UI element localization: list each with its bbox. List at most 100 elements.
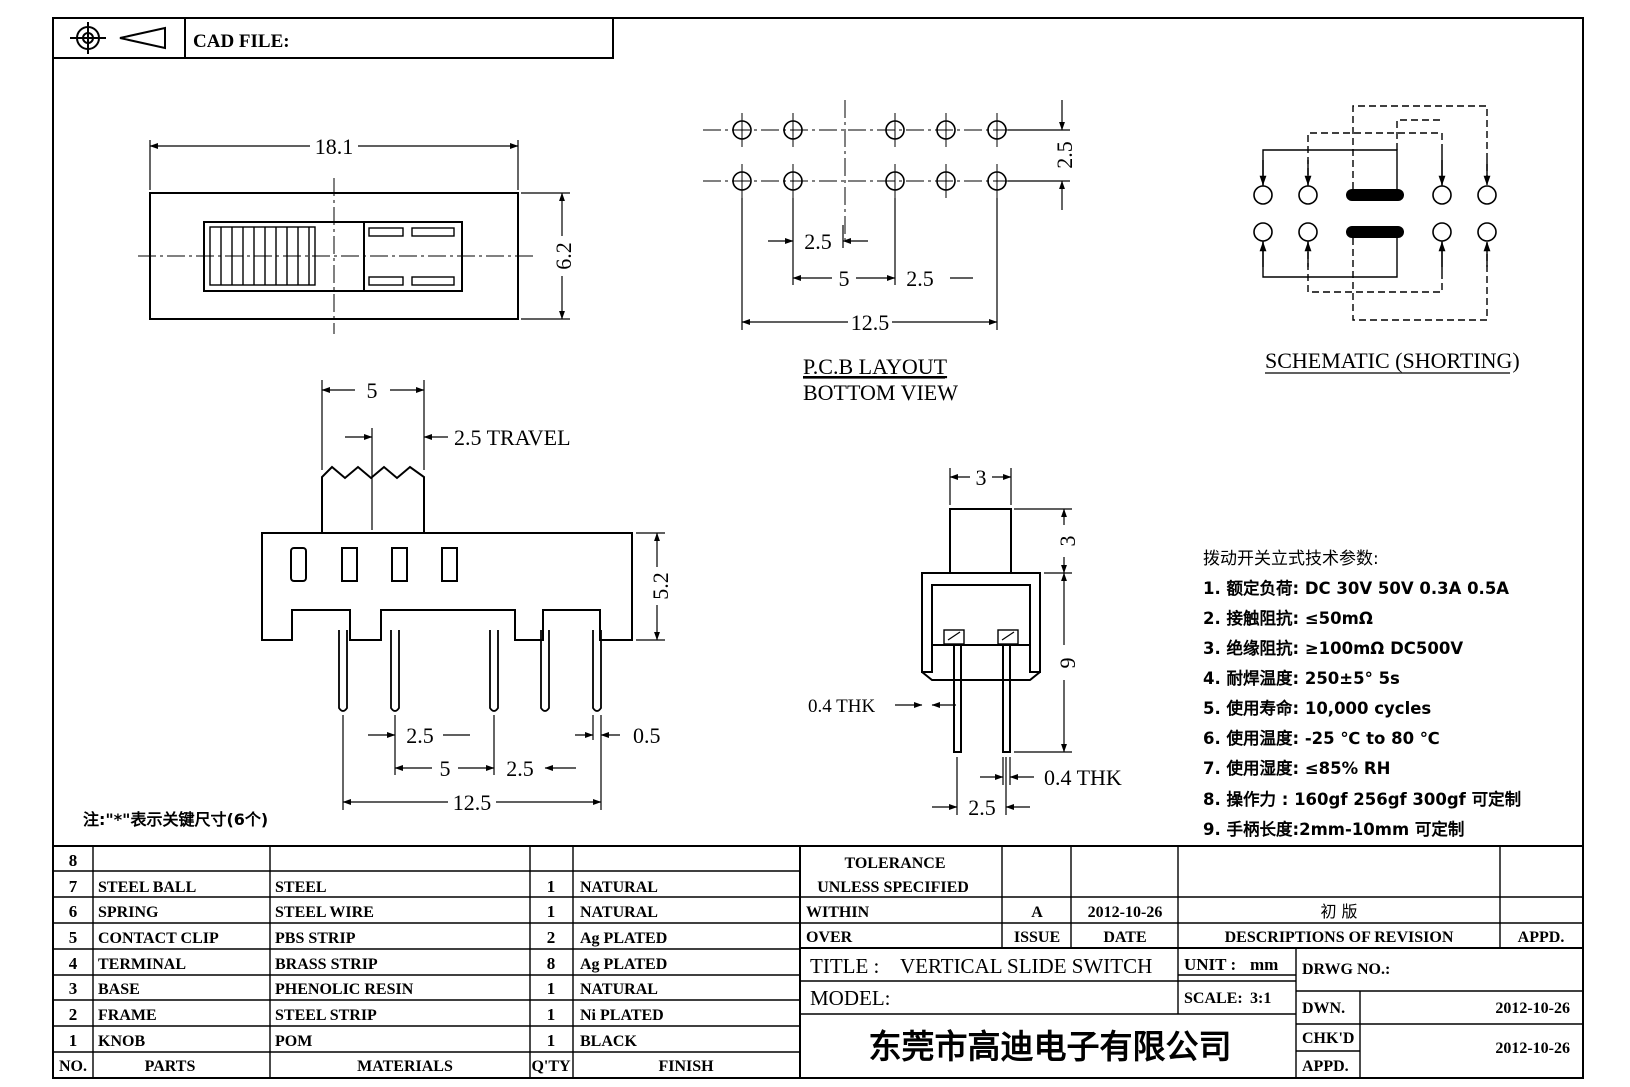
- side-view: 5 2.5 TRAVEL 5.2 2.5 0.5 5 2.5 12.5: [261, 378, 673, 815]
- side-height-dim: 5.2: [648, 572, 673, 600]
- bom-row-part: SPRING: [98, 904, 159, 921]
- bom-row-qty: 1: [547, 902, 556, 921]
- top-view-dimension-lines: [149, 140, 570, 320]
- end-body-height-dim: 9: [1055, 658, 1080, 669]
- bom-row-no: 1: [69, 1031, 78, 1050]
- bom-row-material: STEEL: [275, 879, 327, 896]
- pcb-row-pitch-dim: 2.5: [1052, 141, 1077, 169]
- end-view: 3 3 9 0.4 THK 0.4 THK 2.5: [808, 465, 1122, 820]
- end-knob-height-dim: 3: [1055, 536, 1080, 547]
- side-view-pins: [338, 630, 602, 712]
- side-travel-dim: 2.5 TRAVEL: [454, 425, 571, 450]
- tolerance-label: TOLERANCE: [844, 855, 945, 872]
- key-dimension-note: 注:"*"表示关键尺寸(6个): [83, 810, 268, 829]
- issue-label: ISSUE: [1014, 929, 1060, 946]
- pcb-layout-subtitle: BOTTOM VIEW: [803, 380, 958, 405]
- pcb-layout-title: P.C.B LAYOUT: [803, 354, 948, 379]
- bom-row-finish: BLACK: [580, 1033, 637, 1050]
- bom-row-material: STEEL WIRE: [275, 904, 374, 921]
- bom-row-finish: Ni PLATED: [580, 1007, 664, 1024]
- issue-date-value: 2012-10-26: [1088, 904, 1163, 921]
- drawing-title: VERTICAL SLIDE SWITCH: [900, 954, 1152, 978]
- schematic-contacts: [1346, 189, 1404, 238]
- top-length-dim: 18.1: [315, 134, 354, 159]
- bom-row-qty: 2: [547, 928, 556, 947]
- schematic: SCHEMATIC (SHORTING): [1253, 105, 1520, 374]
- bom-header-no: NO.: [59, 1058, 87, 1075]
- date-label: DATE: [1103, 929, 1146, 946]
- bom-row-no: 8: [69, 851, 78, 870]
- bom-row-no: 6: [69, 902, 78, 921]
- side-pin-thk-dim: 0.5: [633, 723, 661, 748]
- pcb-hole-crosshairs: [741, 113, 998, 198]
- tech-spec-item: 6. 使用温度: -25 ℃ to 80 ℃: [1203, 728, 1440, 748]
- bom-header-qty: Q'TY: [531, 1058, 571, 1075]
- side-knob-width-dim: 5: [367, 378, 378, 403]
- bom-row-part: FRAME: [98, 1007, 157, 1024]
- pcb-holes: [732, 120, 1007, 191]
- side-pin-pitch-b-dim: 2.5: [506, 756, 534, 781]
- cad-file-label: CAD FILE:: [193, 31, 290, 52]
- terminal-circle: [1253, 185, 1273, 205]
- pcb-pitch-dim-a: 2.5: [804, 229, 832, 254]
- bom-table: 8 7 STEEL BALL STEEL 1 NATURAL 6 SPRING …: [53, 845, 1583, 1078]
- bom-row-material: POM: [275, 1033, 312, 1050]
- tech-spec-item: 3. 绝缘阻抗: ≥100mΩ DC500V: [1203, 638, 1463, 658]
- checked-date: 2012-10-26: [1495, 1040, 1570, 1057]
- tech-specs: 拨动开关立式技术参数: 1. 额定负荷: DC 30V 50V 0.3A 0.5…: [1203, 549, 1521, 839]
- issue-value: A: [1031, 904, 1043, 921]
- end-plate-thk-dim: 0.4 THK: [808, 696, 875, 717]
- title-block: TOLERANCE UNLESS SPECIFIED WITHIN OVER A…: [800, 846, 1583, 1078]
- bom-row-finish: Ag PLATED: [580, 956, 667, 973]
- tech-spec-item: 9. 手柄长度:2mm-10mm 可定制: [1203, 819, 1464, 839]
- approved-label-2: APPD.: [1302, 1058, 1349, 1075]
- side-view-dimension-lines: [321, 380, 665, 810]
- unless-specified-label: UNLESS SPECIFIED: [817, 879, 969, 896]
- tech-spec-item: 5. 使用寿命: 10,000 cycles: [1203, 698, 1431, 718]
- pcb-total-dim: 12.5: [851, 310, 890, 335]
- side-pin-pitch-a-dim: 2.5: [406, 723, 434, 748]
- bom-row-no: 2: [69, 1005, 78, 1024]
- top-view-centerlines: [138, 178, 535, 334]
- bom-row-part: TERMINAL: [98, 956, 186, 973]
- schematic-dashed-wires: [1307, 105, 1488, 321]
- bom-row-material: PHENOLIC RESIN: [275, 981, 414, 998]
- drawn-label: DWN.: [1302, 1000, 1345, 1017]
- bom-row-part: CONTACT CLIP: [98, 930, 219, 947]
- bom-row-material: STEEL STRIP: [275, 1007, 377, 1024]
- over-label: OVER: [806, 929, 853, 946]
- tech-spec-item: 4. 耐焊温度: 250±5° 5s: [1203, 668, 1400, 688]
- drawn-date: 2012-10-26: [1495, 1000, 1570, 1017]
- terminal-circle: [1477, 222, 1497, 242]
- scale-label: SCALE:: [1184, 990, 1243, 1007]
- pcb-dimension-lines: [741, 100, 1070, 330]
- unit-value: mm: [1250, 955, 1278, 974]
- bom-row-part: STEEL BALL: [98, 879, 196, 896]
- side-pin-gap-dim: 5: [440, 756, 451, 781]
- revision-description: 初 版: [1320, 902, 1357, 921]
- bom-row-finish: NATURAL: [580, 981, 658, 998]
- tech-spec-item: 8. 操作力 : 160gf 256gf 300gf 可定制: [1203, 789, 1521, 809]
- end-pin-pitch-dim: 2.5: [968, 795, 996, 820]
- bom-row-part: KNOB: [98, 1033, 145, 1050]
- approved-label: APPD.: [1518, 929, 1565, 946]
- schematic-arrows: [1259, 160, 1491, 267]
- bom-row-no: 5: [69, 928, 78, 947]
- schematic-solid-wires: [1262, 149, 1443, 278]
- pcb-gap-dim: 5: [839, 266, 850, 291]
- bom-row-qty: 1: [547, 877, 556, 896]
- bom-row-qty: 1: [547, 1005, 556, 1024]
- top-width-dim: 6.2: [551, 242, 576, 270]
- title-label: TITLE :: [810, 954, 879, 978]
- checked-label: CHK'D: [1302, 1030, 1354, 1047]
- top-view: 18.1 6.2: [138, 134, 576, 334]
- terminal-circle: [1432, 185, 1452, 205]
- unit-label: UNIT :: [1184, 955, 1236, 974]
- bom-row-finish: Ag PLATED: [580, 930, 667, 947]
- end-pin-thk-dim: 0.4 THK: [1044, 765, 1122, 790]
- bom-row-qty: 8: [547, 954, 556, 973]
- within-label: WITHIN: [806, 904, 870, 921]
- side-view-outline: [261, 465, 633, 641]
- tech-spec-item: 1. 额定负荷: DC 30V 50V 0.3A 0.5A: [1203, 578, 1509, 598]
